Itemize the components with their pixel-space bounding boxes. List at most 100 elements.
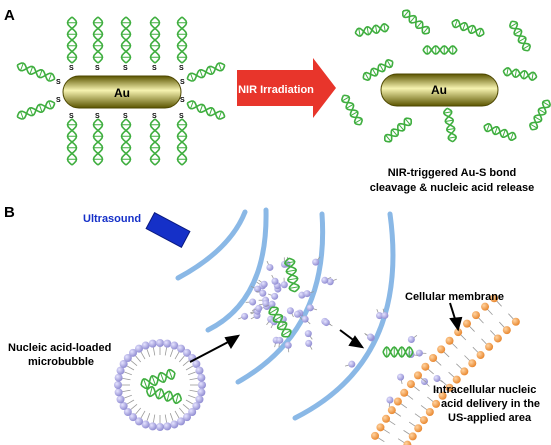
membrane-lipid-head <box>481 302 490 311</box>
lipid-head <box>293 310 301 318</box>
dna-helix <box>383 117 413 143</box>
dna-helix <box>92 118 104 166</box>
membrane-label: Cellular membrane <box>405 291 504 303</box>
thiol-s: S <box>180 97 185 104</box>
dna-helix <box>66 16 78 64</box>
membrane-lipid-head <box>502 326 511 335</box>
lipid-head <box>182 348 191 357</box>
membrane-lipid-head <box>406 380 415 389</box>
lipid-head <box>260 280 268 288</box>
lipid-head <box>348 360 356 368</box>
delivery-line1: Intracellular nucleic <box>433 384 536 396</box>
lipid-head <box>114 381 122 389</box>
lipid-head <box>322 319 330 327</box>
delivery-line3: US-applied area <box>448 412 532 424</box>
dna-helix <box>145 385 183 405</box>
rod-right-label: Au <box>431 83 447 97</box>
membrane-lipid-head <box>403 440 412 445</box>
dna-helix <box>529 99 551 131</box>
lipid-head <box>284 341 292 349</box>
membrane-lipid-head <box>371 431 380 440</box>
thiol-s: S <box>95 65 100 72</box>
lipid-head <box>148 422 157 431</box>
lipid-head <box>170 420 179 429</box>
microbubble-fragments <box>237 256 444 407</box>
nucleic-acid-microbubble <box>114 339 206 431</box>
dna-helix <box>283 257 301 293</box>
lipid-head <box>305 339 313 347</box>
lipid-head <box>326 278 334 286</box>
membrane-lipid-head <box>376 423 385 432</box>
nir-arrow: NIR Irradiation <box>237 58 336 118</box>
membrane-lipid-head <box>432 399 441 408</box>
lipid-head <box>114 373 123 382</box>
membrane-lipid-head <box>400 388 409 397</box>
lipid-head <box>271 277 279 285</box>
lipid-head <box>386 396 394 404</box>
dna-helix <box>443 107 457 143</box>
lipid-head <box>254 285 262 293</box>
membrane-lipid-head <box>413 371 422 380</box>
thiol-s: S <box>56 97 61 104</box>
thiol-s: S <box>69 65 74 72</box>
lipid-head <box>198 381 206 389</box>
lipid-head <box>123 354 132 363</box>
ultrasound-transducer <box>145 211 191 249</box>
lipid-head <box>116 395 125 404</box>
membrane-lipid-head <box>490 294 499 303</box>
membrane-lipid-head <box>471 311 480 320</box>
thiol-s: S <box>56 79 61 86</box>
lipid-head <box>312 258 320 266</box>
membrane-lipid-head <box>493 334 502 343</box>
wave-2 <box>205 207 269 333</box>
lipid-head <box>255 304 263 312</box>
wave-1 <box>175 209 248 281</box>
lipid-head <box>268 300 276 308</box>
lipid-head <box>259 289 267 297</box>
dna-helix <box>120 16 132 64</box>
lipid-head <box>188 407 197 416</box>
panel-b-label: B <box>4 204 15 221</box>
wave-4 <box>292 211 396 421</box>
lipid-head <box>415 349 423 357</box>
lipid-head <box>249 298 257 306</box>
panel-b: B Ultrasound Nucleic acid-loaded microbu… <box>4 204 540 445</box>
lipid-head <box>306 304 314 312</box>
dna-helix <box>120 118 132 166</box>
release-caption-line2: cleavage & nucleic acid release <box>370 182 535 194</box>
nir-arrow-label: NIR Irradiation <box>238 84 314 96</box>
membrane-lipid-head <box>393 397 402 406</box>
lipid-head <box>163 422 172 431</box>
lipid-head <box>170 341 179 350</box>
cell-membrane <box>371 294 520 445</box>
thiol-s: S <box>152 113 157 120</box>
dna-helix <box>502 67 538 81</box>
dna-helix <box>176 16 188 64</box>
membrane-lipid-head <box>438 391 447 400</box>
membrane-lipid-head <box>468 359 477 368</box>
microbubble-label-line1: Nucleic acid-loaded <box>8 342 111 354</box>
membrane-lipid-head <box>425 407 434 416</box>
dna-helix <box>483 123 517 141</box>
lipid-head <box>163 339 172 348</box>
lipid-head <box>135 344 143 353</box>
lipid-head <box>397 373 405 381</box>
lipid-head <box>286 307 294 315</box>
lipid-head <box>135 417 143 426</box>
dna-helix <box>66 118 78 166</box>
membrane-lipid-head <box>445 383 454 392</box>
process-arrows <box>189 302 463 363</box>
gold-nanorod-left <box>62 75 182 109</box>
lipid-head <box>119 402 128 410</box>
dna-helix <box>149 118 161 166</box>
lipid-head <box>123 407 132 416</box>
membrane-lipid-head <box>462 319 471 328</box>
ultrasound-label: Ultrasound <box>83 213 141 225</box>
rod-left-label: Au <box>114 86 130 100</box>
thiol-s: S <box>152 65 157 72</box>
lipid-head <box>276 336 284 344</box>
lipid-head <box>148 339 157 348</box>
